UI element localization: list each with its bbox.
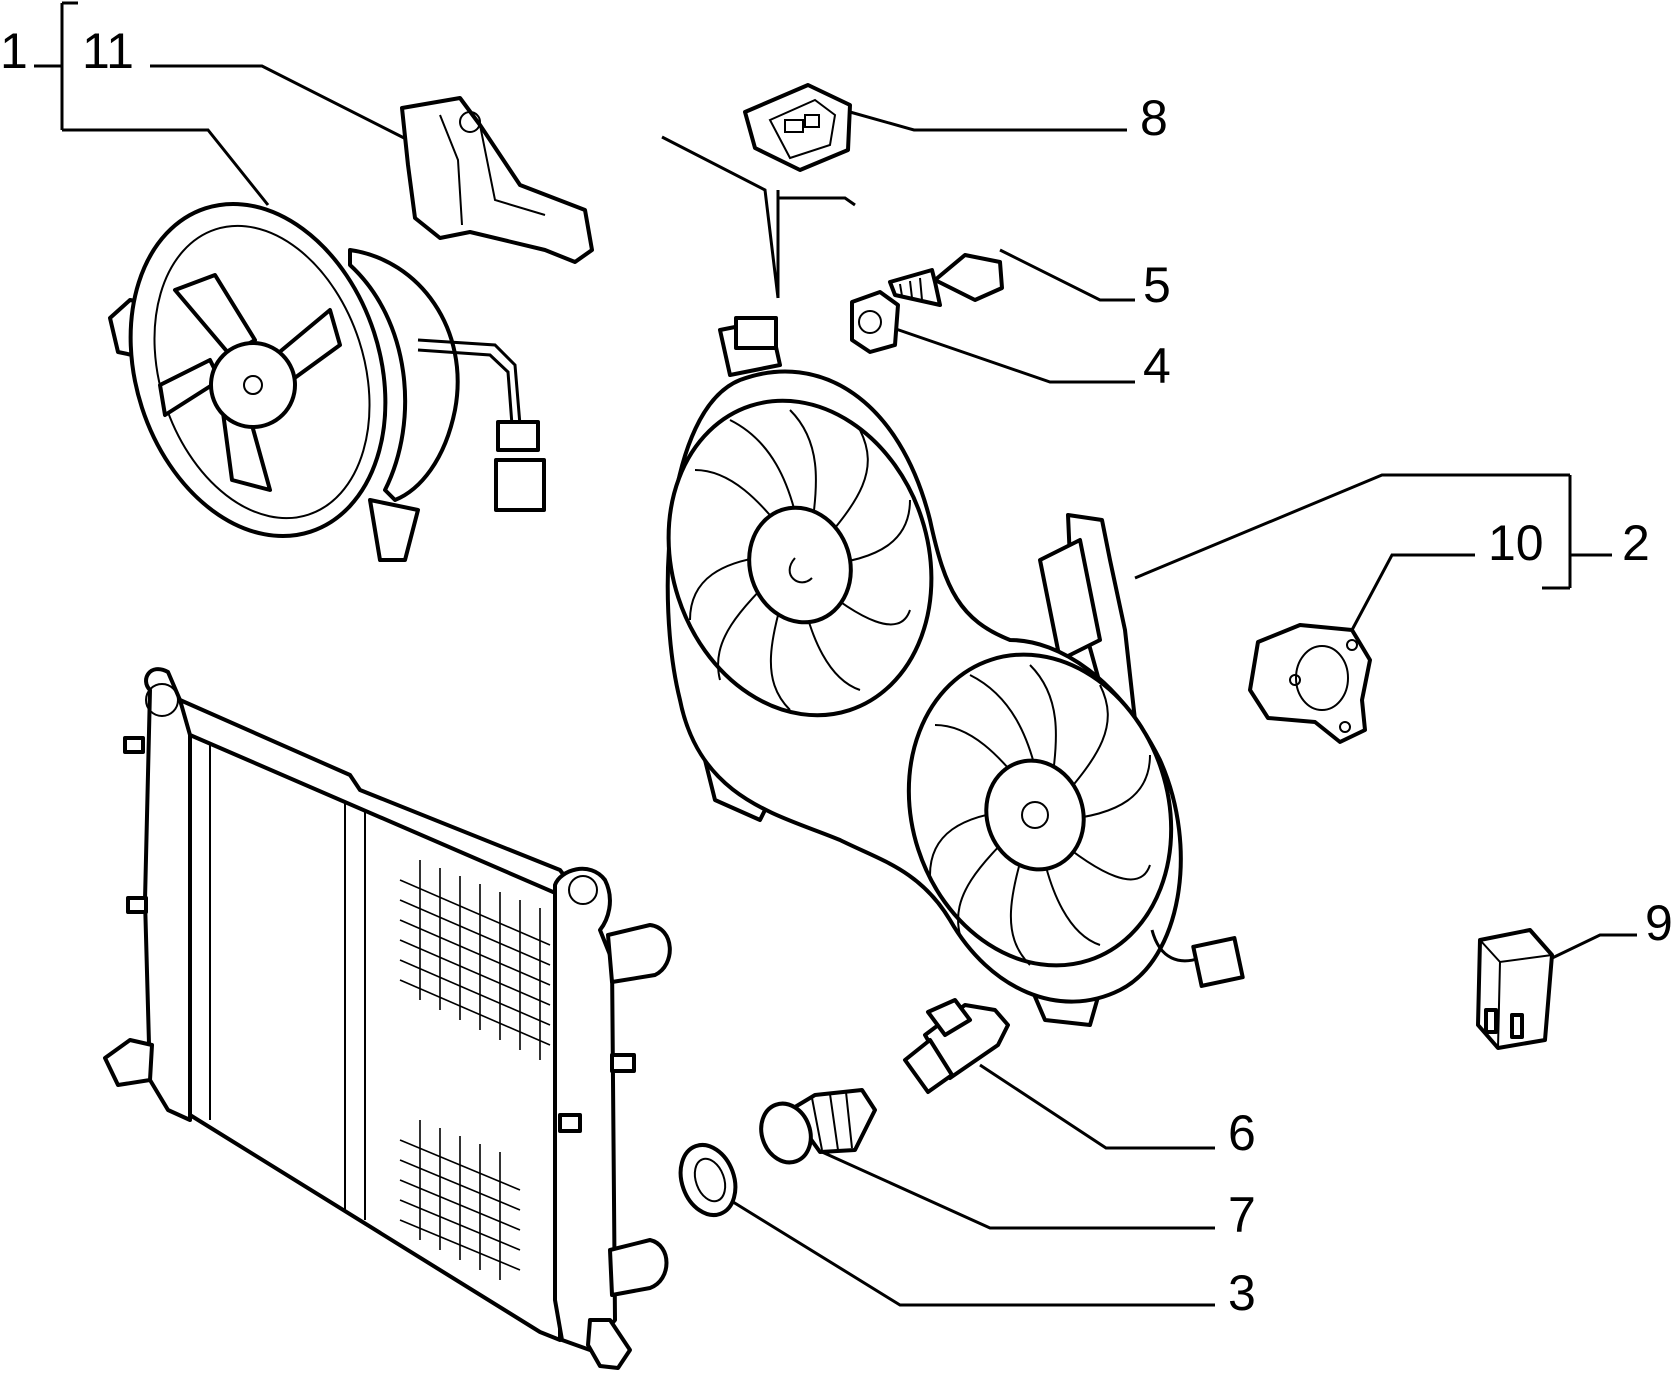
- leader-lines: [34, 1, 1637, 1307]
- callout-6: 6: [1228, 1105, 1256, 1161]
- callout-5: 5: [1143, 257, 1171, 313]
- callout-3: 3: [1228, 1265, 1256, 1321]
- bolt: [888, 253, 1004, 307]
- clip-nut: [850, 290, 900, 354]
- single-fan-assembly: [108, 201, 546, 562]
- temperature-sensor: [903, 998, 1010, 1094]
- connector-plate: [743, 83, 852, 172]
- callout-2: 2: [1622, 515, 1650, 571]
- thermo-switch: [759, 1088, 877, 1165]
- callout-11: 11: [82, 23, 134, 79]
- gasket-plate: [1248, 623, 1372, 744]
- relay: [1476, 928, 1554, 1050]
- callout-8: 8: [1140, 90, 1168, 146]
- twin-fan-shroud: [665, 316, 1245, 1027]
- callout-1: 1: [0, 23, 28, 79]
- callout-9: 9: [1645, 895, 1673, 951]
- callout-4: 4: [1143, 338, 1171, 394]
- seal-ring: [678, 1143, 738, 1217]
- bracket-housing: [400, 96, 594, 264]
- callout-10: 10: [1488, 515, 1544, 571]
- radiator: [103, 667, 672, 1370]
- callout-7: 7: [1228, 1187, 1256, 1243]
- radiator-core-fins: [399, 860, 551, 1280]
